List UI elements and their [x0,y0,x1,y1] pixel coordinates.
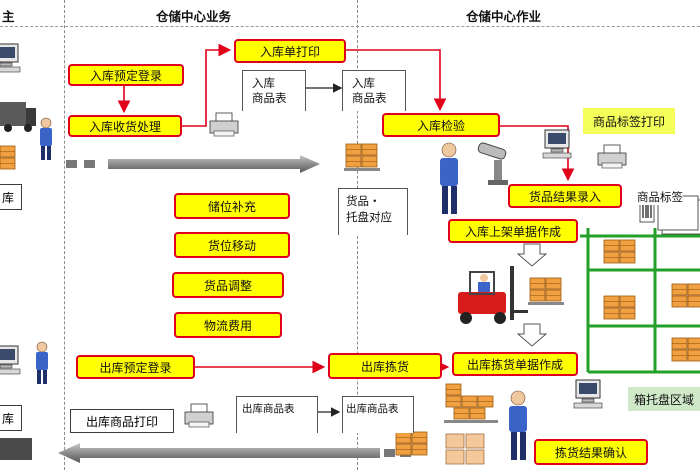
goods-result-entry-box: 货品结果录入 [508,184,622,208]
crates-inbound-icon [344,143,380,171]
picking-pc-icon [573,379,603,409]
supplier-pc-top-icon [0,43,21,73]
outbound-flow-arrow [58,443,411,463]
shelving-doc-box: 入库上架单据作成 [448,219,578,243]
restock-box: 储位补充 [174,193,290,219]
label-printer-icon [597,144,627,169]
lane-divider-left [64,0,65,470]
lane-header-left: 主 [2,9,15,24]
inbound-flow-arrow [66,155,320,173]
truck-top-icon [0,102,36,132]
header-rule [0,26,700,27]
truck-bottom-icon [0,438,32,460]
label-pc-icon [542,129,572,159]
inbound-goods-table-line2: 商品表 [252,91,287,105]
left-inbound-fragment: 库 [0,184,22,210]
outbound-goods-table2-label: 出库商品表 [346,403,399,415]
rack-crates [603,239,700,362]
picking-confirm-box: 拣货结果确认 [534,439,648,465]
inbound-receiving-box: 入库收货处理 [68,115,182,137]
printer-inbound-icon [209,112,239,137]
outbound-goods-table-label: 出库商品表 [242,403,295,415]
lane-header-operation: 仓储中心作业 [466,9,542,24]
outbound-print-label: 出库商品打印 [70,409,174,433]
crates-top-left-icon [0,145,16,170]
inbound-slip-print-box: 入库单打印 [234,39,346,63]
goods-adjust-box: 货品调整 [172,272,284,298]
left-outbound-fragment: 库 [0,405,22,431]
picker-worker-icon [509,390,527,460]
arrow-receiving-to-slip [181,43,232,127]
product-label-tag-text: 商品标签 [637,190,683,205]
inbound-goods-table-line1: 入库 [252,76,275,90]
arrow-slip-to-inspection [346,49,447,112]
crates-outbound-mid-icon [444,383,498,423]
lane-divider-right [357,0,358,470]
pallet-note-doc [338,188,408,235]
inbound-register-box: 入库预定登录 [68,64,184,86]
cartons-outbound-icon [445,433,485,465]
down-arrow-lower [516,323,548,347]
down-arrow-upper [516,243,548,267]
logistics-fee-box: 物流费用 [174,312,282,338]
worker-bottom-icon [35,341,49,385]
picking-doc-box: 出库拣货单据作成 [452,352,578,376]
pallet-note-line1: 货品・ [346,194,381,208]
inbound-goods-table2-doc [342,70,406,111]
outbound-goods-table2-doc [342,396,414,433]
lane-header-business: 仓储中心业务 [156,9,232,24]
inbound-goods-table2-line2: 商品表 [352,91,387,105]
outbound-goods-table-doc [236,396,318,433]
forklift-icon [458,266,528,324]
crates-outbound-left-icon [395,431,428,456]
inspector-worker-icon [440,142,458,214]
pallet-note-line2: 托盘对应 [346,210,392,224]
outbound-picking-box: 出库拣货 [328,353,442,379]
barcode-scanner-icon [477,142,508,185]
outbound-register-box: 出库预定登录 [76,355,195,379]
inbound-goods-table-doc [242,70,306,111]
arrow-inspection-to-entry [500,125,575,182]
printer-outbound-icon [184,403,214,428]
worker-top-icon [39,117,53,161]
pallet-rack-zone [580,228,700,374]
forklift-crates-icon [528,277,564,305]
pallet-zone-label: 箱托盘区域 [628,387,700,411]
product-label-print-tag: 商品标签打印 [583,108,675,134]
location-move-box: 货位移动 [174,232,290,258]
supplier-pc-bottom-icon [0,345,21,375]
inbound-inspection-box: 入库检验 [382,113,500,137]
inbound-goods-table2-line1: 入库 [352,76,375,90]
